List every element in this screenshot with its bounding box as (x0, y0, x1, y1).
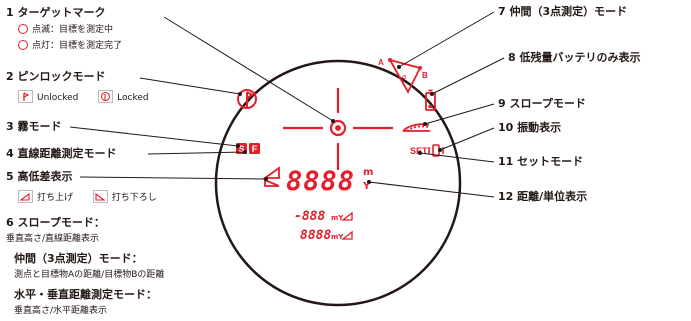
point-a-label: A (378, 58, 384, 67)
sub-slope-up-icon (341, 211, 353, 221)
unlocked-text: Unlocked (37, 93, 79, 103)
target-solid-row: 点灯：目標を測定完了 (18, 40, 122, 52)
alpha-label: α (402, 73, 407, 81)
sub-display-bottom: 8888 (300, 228, 331, 243)
label-between-mode: 7 仲間（3点測定）モード (498, 5, 628, 18)
label-set-mode: 11 セットモード (498, 155, 584, 168)
hv-desc: 垂直高さ/水平距離表示 (14, 306, 108, 316)
downhill-icon (92, 190, 108, 203)
label-slope-mode: 9 スロープモード (498, 97, 586, 110)
target-blink-text: 点滅：目標を測定中 (32, 25, 114, 35)
fog-s-text: S (238, 144, 244, 154)
fog-f-text: F (252, 144, 258, 154)
label-slope-title: 6 スロープモード： (6, 216, 105, 229)
target-ring-icon (18, 24, 28, 34)
target-ring-icon (18, 40, 28, 50)
between-desc: 測点と目標物Aの距離/目標物Bの距離 (14, 270, 165, 280)
sub-unit-bottom: mY (331, 233, 344, 241)
unit-y: Y (362, 181, 371, 192)
label-straight: 4 直線距離測定モード (6, 147, 117, 160)
main-distance-digits: 8888 (286, 166, 355, 197)
target-blink-row: 点滅：目標を測定中 (18, 24, 113, 36)
sub-slope-up-icon-2 (341, 230, 353, 240)
pin-lock-legend: Unlocked Locked (18, 90, 149, 104)
label-fog: 3 霧モード (6, 120, 62, 133)
label-target-mark: 1 ターゲットマーク (6, 6, 106, 19)
height-diff-icon (262, 166, 280, 187)
label-pin-lock: 2 ピンロックモード (6, 70, 106, 83)
leader-dots (236, 65, 442, 184)
label-between-title: 仲間（3点測定）モード： (14, 252, 143, 265)
uphill-icon (18, 190, 33, 203)
target-mark-icon (329, 119, 347, 137)
unit-m: m (363, 167, 373, 178)
point-b-label: B (422, 71, 428, 80)
locked-text: Locked (117, 93, 149, 103)
label-hv-title: 水平・垂直距離測定モード： (14, 288, 157, 301)
pin-lock-icon (237, 89, 257, 109)
label-height-diff: 5 高低差表示 (6, 170, 73, 183)
display-circle (214, 59, 462, 307)
height-diff-legend: 打ち上げ 打ち下ろし (18, 190, 157, 204)
leader-lines (69, 11, 505, 198)
label-distance-unit: 12 距離/単位表示 (498, 190, 588, 203)
slope-desc: 垂直高さ/直線距離表示 (6, 234, 100, 244)
crosshair (283, 88, 393, 170)
target-solid-text: 点灯：目標を測定完了 (32, 41, 123, 51)
sub-unit-top: mY (331, 214, 344, 222)
set-mode-indicator: SET (410, 146, 428, 156)
label-vibration: 10 振動表示 (498, 121, 562, 134)
sub-display-top: -888 (294, 209, 325, 224)
flag-unlocked-icon (18, 90, 33, 103)
flag-locked-icon (98, 90, 114, 103)
uphill-text: 打ち上げ (37, 193, 74, 203)
downhill-text: 打ち下ろし (111, 193, 157, 203)
label-low-battery: 8 低残量バッテリのみ表示 (508, 51, 641, 64)
